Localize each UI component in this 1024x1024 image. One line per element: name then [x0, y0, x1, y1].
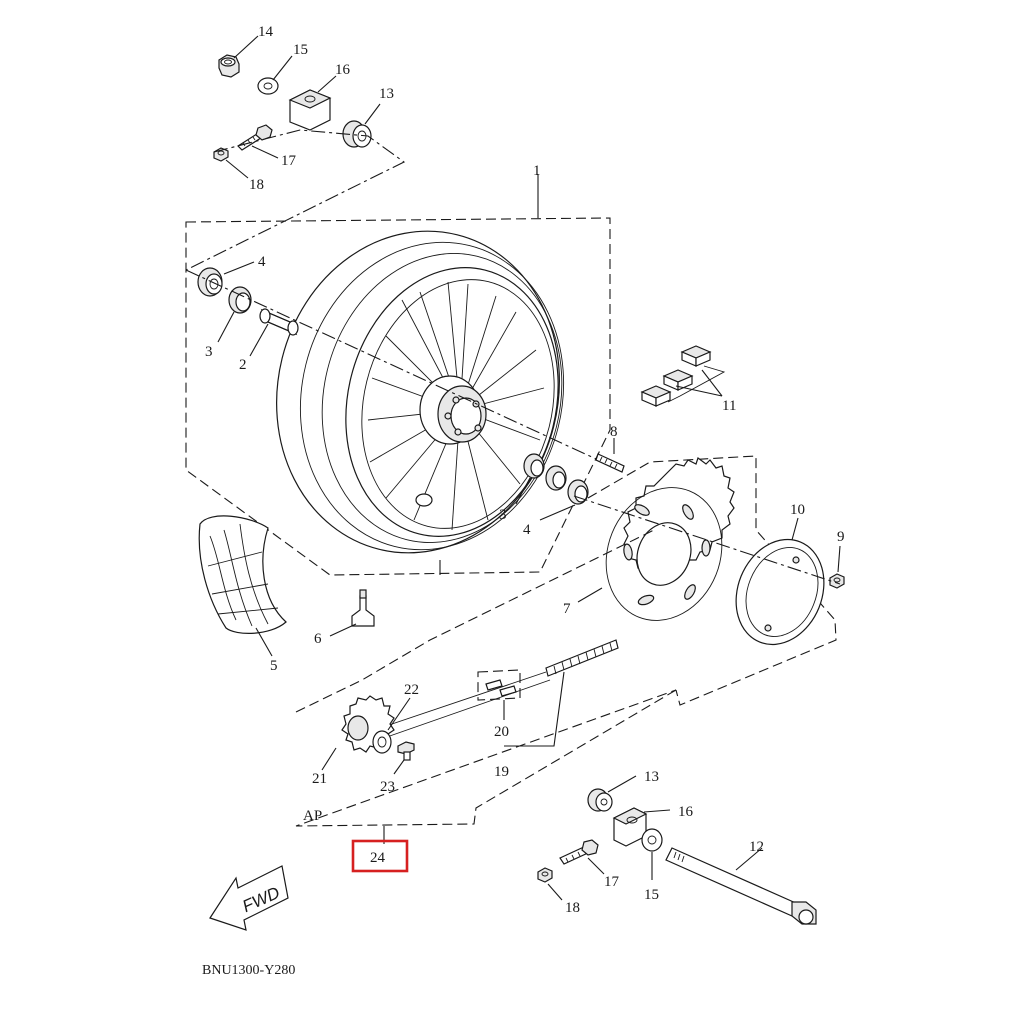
callout-18[interactable]: 18 — [249, 177, 264, 193]
callout-10[interactable]: 10 — [790, 502, 805, 518]
wheel-assembly-boundary — [185, 217, 611, 576]
ap-label: AP — [303, 808, 322, 824]
callout-13[interactable]: 13 — [379, 86, 394, 102]
callout-7[interactable]: 7 — [563, 601, 571, 617]
part-3-spacer-right[interactable] — [545, 465, 567, 491]
part-13-collar[interactable] — [342, 120, 372, 148]
wheel-assembly — [185, 174, 625, 583]
callout-21[interactable]: 21 — [312, 771, 327, 787]
callout-1[interactable]: 1 — [533, 163, 541, 179]
callout-5[interactable]: 5 — [270, 658, 278, 674]
part-1-wheel[interactable] — [243, 201, 596, 583]
part-20-chain-joint[interactable] — [477, 669, 521, 701]
callout-6[interactable]: 6 — [314, 631, 322, 647]
part-5-tire[interactable] — [198, 515, 287, 634]
callout-15-right[interactable]: 15 — [644, 887, 659, 903]
callout-3-right[interactable]: 3 — [499, 507, 507, 523]
part-16-plate[interactable] — [288, 89, 332, 131]
callout-16[interactable]: 16 — [335, 62, 351, 78]
callout-13-right[interactable]: 13 — [644, 769, 659, 785]
part-9-nut[interactable] — [829, 573, 845, 589]
callout-9[interactable]: 9 — [837, 529, 845, 545]
part-4-bearing[interactable] — [197, 267, 223, 297]
part-23-bolt[interactable] — [397, 741, 415, 761]
part-15-washer-right[interactable] — [641, 828, 663, 852]
sprocket-assembly — [573, 455, 845, 706]
forward-direction-arrow: FWD — [209, 865, 289, 931]
part-2-collar[interactable] — [259, 308, 299, 336]
part-17-bolt[interactable] — [237, 124, 273, 151]
callout-22[interactable]: 22 — [404, 682, 419, 698]
part-3-oil-seal-right[interactable] — [523, 453, 545, 479]
part-7-sprocket[interactable] — [587, 457, 742, 638]
part-6-valve[interactable] — [351, 589, 375, 627]
part-15-washer[interactable] — [257, 77, 279, 95]
part-18-nut-right[interactable] — [537, 867, 553, 883]
part-16-plate-right[interactable] — [612, 807, 648, 847]
diagram-code: BNU1300-Y280 — [202, 963, 295, 978]
callout-4-right[interactable]: 4 — [523, 522, 531, 538]
part-22-lock-washer[interactable] — [372, 730, 392, 754]
part-19-drive-chain[interactable] — [545, 639, 619, 677]
top-hardware-group — [185, 35, 406, 271]
part-4-bearing-right[interactable] — [567, 479, 589, 505]
callout-14[interactable]: 14 — [258, 24, 274, 40]
part-12-axle[interactable] — [665, 847, 817, 925]
callout-24[interactable]: 24 — [370, 850, 386, 866]
drive-chain-assembly — [295, 529, 677, 844]
part-11-damper-set[interactable] — [640, 345, 726, 407]
part-8-stud-bolt[interactable] — [595, 453, 625, 473]
callout-labels: 14 15 16 13 17 18 1 4 3 2 11 8 3 4 10 9 … — [205, 24, 845, 916]
part-3-oil-seal[interactable] — [228, 286, 252, 314]
part-14-nut[interactable] — [218, 54, 240, 78]
callout-17-right[interactable]: 17 — [604, 874, 620, 890]
callout-19[interactable]: 19 — [494, 764, 509, 780]
callout-2[interactable]: 2 — [239, 357, 247, 373]
callout-23[interactable]: 23 — [380, 779, 395, 795]
highlight-box-24 — [351, 839, 409, 873]
part-13-collar-right[interactable] — [587, 788, 613, 812]
callout-16-right[interactable]: 16 — [678, 804, 694, 820]
callout-15[interactable]: 15 — [293, 42, 308, 58]
callout-20[interactable]: 20 — [494, 724, 509, 740]
callout-8[interactable]: 8 — [610, 424, 618, 440]
callout-11[interactable]: 11 — [722, 398, 736, 414]
callout-18-right[interactable]: 18 — [565, 900, 580, 916]
callout-4[interactable]: 4 — [258, 254, 266, 270]
callout-17[interactable]: 17 — [281, 153, 297, 169]
callout-12[interactable]: 12 — [749, 839, 764, 855]
part-17-bolt-right[interactable] — [559, 839, 599, 865]
part-10-drum-cover[interactable] — [721, 526, 839, 658]
callout-3[interactable]: 3 — [205, 344, 213, 360]
axle-hardware-group — [537, 775, 817, 925]
